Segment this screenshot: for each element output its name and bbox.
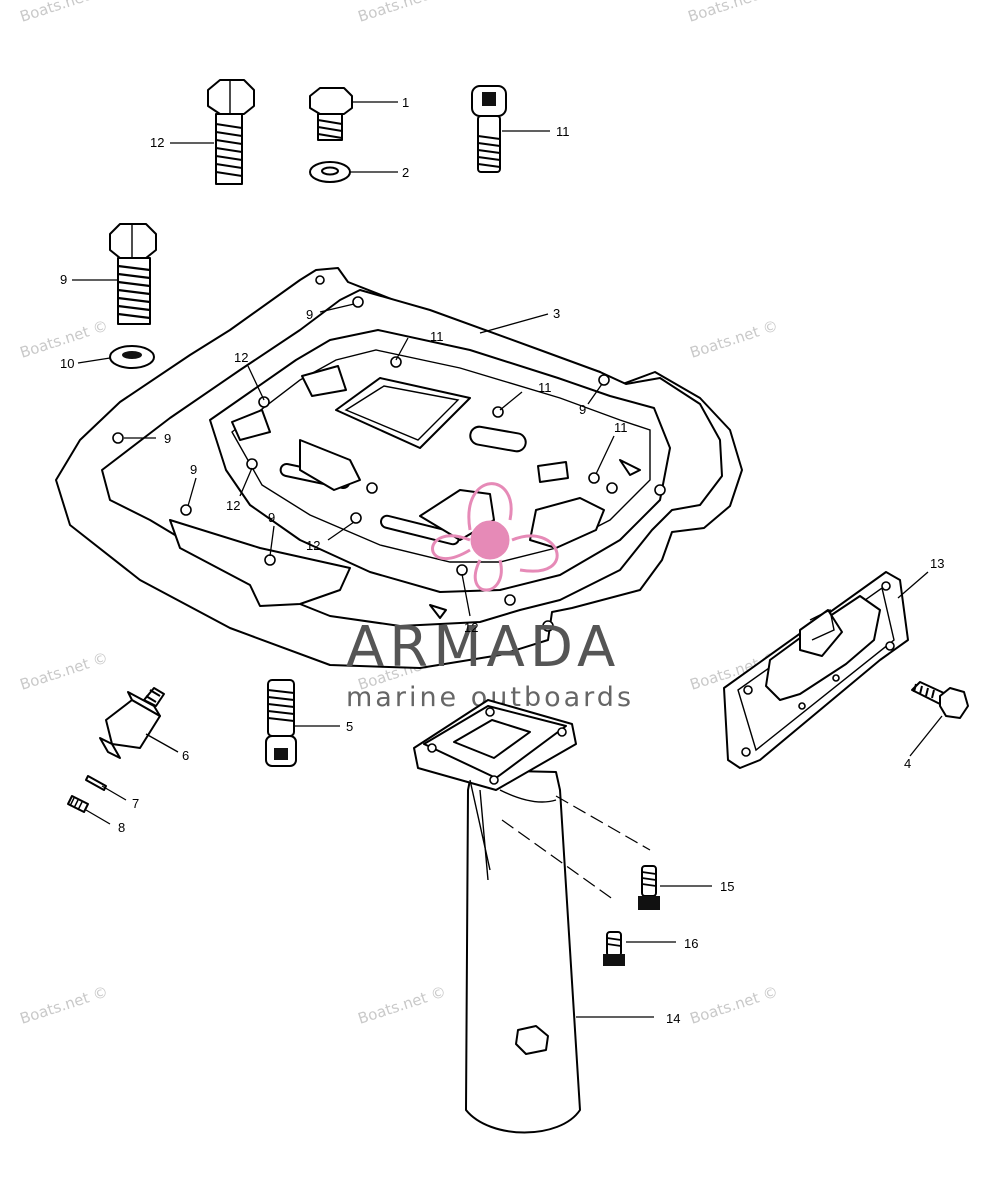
watermark-text: Boats.net © xyxy=(356,0,449,26)
callout-8: 8 xyxy=(118,820,125,835)
watermark-text: Boats.net © xyxy=(18,982,111,1027)
callout-12: 12 xyxy=(226,498,240,513)
bolt-9-icon xyxy=(109,223,157,325)
callout-16: 16 xyxy=(684,936,698,951)
lock-washer-2-icon xyxy=(309,161,351,183)
exhaust-tube-14-icon xyxy=(413,699,651,1134)
adapter-plate-3-icon xyxy=(55,267,743,669)
callout-9: 9 xyxy=(268,510,275,525)
watermark-text: Boats.net © xyxy=(688,982,781,1027)
connector-8-icon xyxy=(67,795,89,813)
callout-4: 4 xyxy=(904,756,911,771)
bolt-1-icon xyxy=(309,87,353,141)
callout-11: 11 xyxy=(538,380,552,395)
callout-14: 14 xyxy=(666,1011,680,1026)
callout-11: 11 xyxy=(430,329,444,344)
watermark-text: Boats.net © xyxy=(18,648,111,693)
brand-logo: ARMADA marine outboards xyxy=(346,482,631,713)
callout-12: 12 xyxy=(150,135,164,150)
stud-5-icon xyxy=(265,679,297,767)
callout-15: 15 xyxy=(720,879,734,894)
callout-7: 7 xyxy=(132,796,139,811)
callout-labels: 12 1 2 11 9 10 3 9 12 11 11 9 9 11 9 12 … xyxy=(60,95,944,1026)
callout-9: 9 xyxy=(579,402,586,417)
callout-11: 11 xyxy=(614,420,628,435)
watermark-text: Boats.net © xyxy=(18,0,111,26)
watermark-text: Boats.net © xyxy=(688,316,781,361)
callout-6: 6 xyxy=(182,748,189,763)
callout-12: 12 xyxy=(306,538,320,553)
watermark-text: Boats.net © xyxy=(356,982,449,1027)
callout-2: 2 xyxy=(402,165,409,180)
callout-9: 9 xyxy=(164,431,171,446)
bolt-4-icon xyxy=(911,681,969,719)
pin-7-icon xyxy=(85,775,107,791)
callout-12: 12 xyxy=(234,350,248,365)
callout-12: 12 xyxy=(464,620,478,635)
washer-10-icon xyxy=(109,345,155,369)
bolt-12-icon xyxy=(207,79,255,185)
callout-3: 3 xyxy=(553,306,560,321)
callout-11: 11 xyxy=(556,124,570,139)
switch-6-icon xyxy=(99,687,165,759)
brand-name: ARMADA xyxy=(346,615,620,680)
watermark-text: Boats.net © xyxy=(686,0,779,26)
leader-lines xyxy=(72,101,943,1018)
callout-1: 1 xyxy=(402,95,409,110)
callout-13: 13 xyxy=(930,556,944,571)
callout-9: 9 xyxy=(306,307,313,322)
screw-15-icon xyxy=(638,865,660,910)
watermark-text: Boats.net © xyxy=(18,316,111,361)
screw-16-icon xyxy=(603,931,625,966)
callout-5: 5 xyxy=(346,719,353,734)
cover-plate-13-icon xyxy=(723,571,909,769)
callout-9: 9 xyxy=(60,272,67,287)
callout-10: 10 xyxy=(60,356,74,371)
socket-screw-11-icon xyxy=(471,85,507,173)
callout-9: 9 xyxy=(190,462,197,477)
